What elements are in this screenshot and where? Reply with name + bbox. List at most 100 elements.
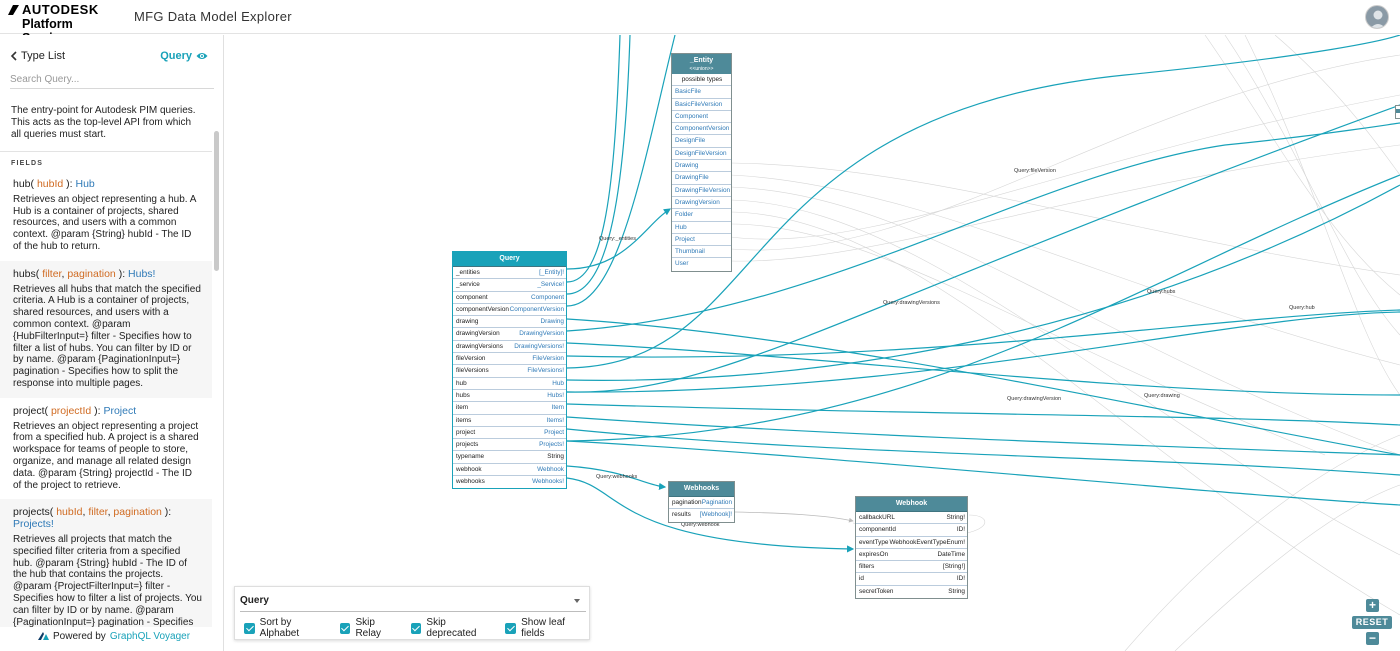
node-title[interactable]: Webhook <box>856 497 967 512</box>
query-field-row[interactable]: _service_Service! <box>453 279 566 292</box>
field-arg[interactable]: projectId <box>50 404 92 417</box>
field-hub[interactable]: hub( hubId ): Hub Retrieves an object re… <box>0 171 212 261</box>
possible-type-row[interactable]: DrawingVersion <box>672 197 731 210</box>
root-type-select[interactable]: Query <box>240 595 586 612</box>
query-field-row[interactable]: _entities[_Entity]! <box>453 267 566 280</box>
possible-type-row[interactable]: DrawingFile <box>672 172 731 185</box>
edge-label[interactable]: Query:drawingVersion <box>1007 396 1062 402</box>
field-type[interactable]: Project <box>103 404 137 417</box>
possible-type-row[interactable]: DesignFileVersion <box>672 148 731 161</box>
skip-deprecated-checkbox[interactable]: Skip deprecated <box>410 617 497 639</box>
edge-label[interactable]: Query:fileVersion <box>1014 168 1056 174</box>
row-field-type[interactable]: [Webhook]! <box>699 511 732 519</box>
row-field-type[interactable]: FileVersions! <box>527 367 564 375</box>
possible-type-row[interactable]: Hub <box>672 222 731 234</box>
row-field-type[interactable]: _Service! <box>537 281 564 289</box>
show-leaf-fields-checkbox[interactable]: Show leaf fields <box>505 617 589 639</box>
type-list-back-link[interactable]: Type List <box>10 50 65 62</box>
search-query-input[interactable] <box>10 71 214 89</box>
checkbox-checked-icon[interactable] <box>505 622 517 634</box>
user-avatar[interactable] <box>1365 5 1389 29</box>
checkbox-checked-icon[interactable] <box>339 622 351 634</box>
schema-graph-canvas[interactable]: Query:_entities Query:fileVersion Query:… <box>225 35 1400 651</box>
row-field-type[interactable]: Pagination <box>701 499 732 506</box>
row-field-type[interactable]: Hub <box>552 379 564 387</box>
sidebar-scroll-area[interactable]: The entry-point for Autodesk PIM queries… <box>0 99 212 627</box>
row-field-type[interactable]: Item <box>551 404 564 412</box>
row-field-type[interactable]: Items! <box>546 416 564 424</box>
offscreen-node-edge[interactable] <box>1395 105 1400 119</box>
field-project[interactable]: project( projectId ): Project Retrieves … <box>0 398 212 500</box>
row-field-type[interactable]: DrawingVersions! <box>514 342 564 350</box>
row-field-type[interactable]: Webhook <box>537 465 564 473</box>
row-field-type[interactable]: Hubs! <box>547 391 564 399</box>
row-field-type[interactable]: Webhooks! <box>532 478 564 486</box>
edge-label[interactable]: Query:drawingVersions <box>883 300 940 306</box>
edge-label[interactable]: Query:_entities <box>599 236 636 242</box>
sort-by-alphabet-checkbox[interactable]: Sort by Alphabet <box>244 617 331 639</box>
row-field-type[interactable]: Drawing <box>540 318 564 326</box>
possible-type-row[interactable]: User <box>675 260 689 268</box>
field-arg[interactable]: pagination <box>113 506 162 519</box>
possible-type-row[interactable]: Thumbnail <box>672 246 731 259</box>
graphql-voyager-link[interactable]: GraphQL Voyager <box>109 631 191 642</box>
possible-type-row[interactable]: BasicFile <box>672 86 731 99</box>
field-arg[interactable]: pagination <box>67 267 116 280</box>
edge-label[interactable]: Query:webhook <box>681 522 720 528</box>
field-arg[interactable]: filter <box>42 267 62 280</box>
webhooks-field-row[interactable]: results[Webhook]! <box>669 509 734 521</box>
row-field-type[interactable]: Projects! <box>539 441 564 449</box>
possible-type-row[interactable]: DrawingFileVersion <box>672 185 731 197</box>
possible-type-row[interactable]: Folder <box>672 209 731 222</box>
row-field-type[interactable]: FileVersion <box>532 355 564 363</box>
reset-zoom-button[interactable]: RESET <box>1352 616 1392 629</box>
row-field-type[interactable]: ComponentVersion <box>509 305 564 313</box>
sidebar-scrollbar[interactable] <box>214 131 219 271</box>
possible-type-row[interactable]: Drawing <box>672 160 731 173</box>
field-arg[interactable]: hubId <box>56 506 83 519</box>
query-type-toggle[interactable]: Query <box>160 50 208 62</box>
entity-type-node[interactable]: _Entity <<union>> possible types BasicFi… <box>671 53 732 272</box>
query-type-node[interactable]: Query _entities[_Entity]! _service_Servi… <box>452 251 567 490</box>
webhook-field-row[interactable]: filters[String!] <box>856 561 967 574</box>
field-hubs[interactable]: hubs( filter, pagination ): Hubs! Retrie… <box>0 260 212 398</box>
edge-label[interactable]: Query:webhooks <box>596 474 638 480</box>
row-field-type[interactable]: [_Entity]! <box>539 269 564 276</box>
possible-type-row[interactable]: BasicFileVersion <box>672 99 731 111</box>
field-type[interactable]: Projects! <box>13 518 54 531</box>
possible-type-row[interactable]: Project <box>672 234 731 247</box>
field-arg[interactable]: filter <box>88 506 108 519</box>
field-arg[interactable]: hubId <box>36 178 64 190</box>
node-title[interactable]: Query <box>453 252 566 267</box>
possible-type-row[interactable]: ComponentVersion <box>672 123 731 136</box>
possible-type-row[interactable]: DesignFile <box>672 135 731 148</box>
zoom-out-button[interactable]: − <box>1366 632 1379 645</box>
possible-type-row[interactable]: Component <box>672 111 731 124</box>
skip-relay-checkbox[interactable]: Skip Relay <box>339 617 402 639</box>
row-field-type[interactable]: Component <box>530 293 564 301</box>
field-projects[interactable]: projects( hubId, filter, pagination ): P… <box>0 499 212 627</box>
node-title[interactable]: Webhooks <box>669 482 734 497</box>
